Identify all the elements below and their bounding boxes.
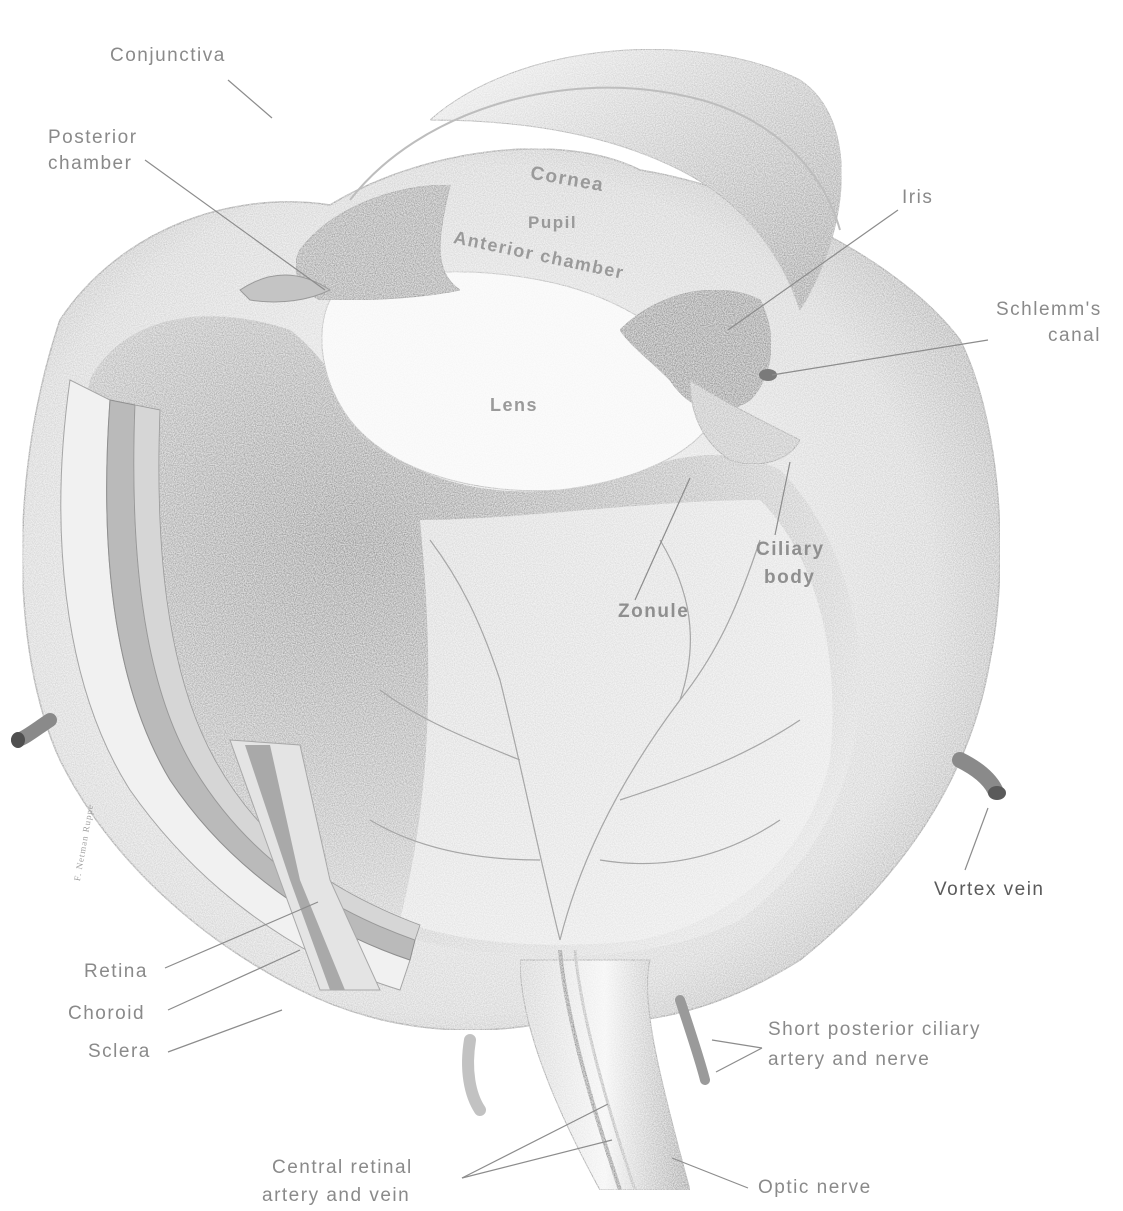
label-schlemms-canal-line2: canal [1048,324,1101,348]
label-central-retinal-line2: artery and vein [262,1184,410,1208]
label-ciliary-body-line1: Ciliary [756,538,825,562]
label-schlemms-canal-line1: Schlemm's [996,298,1102,322]
label-sclera: Sclera [88,1040,151,1064]
leader-vortex-vein [965,808,988,870]
label-conjunctiva: Conjunctiva [110,44,226,68]
leader-sclera [168,1010,282,1052]
leader-short-posterior-1 [712,1040,762,1048]
label-choroid: Choroid [68,1002,145,1026]
label-lens: Lens [490,394,538,417]
label-ciliary-body-line2: body [764,566,815,590]
short-posterior-ciliary-vessel [680,1000,705,1080]
leader-short-posterior-2 [716,1048,762,1072]
label-retina: Retina [84,960,148,984]
label-central-retinal-line1: Central retinal [272,1156,413,1180]
label-iris: Iris [902,186,933,210]
inferior-vessel-stump [468,1040,480,1110]
label-posterior-chamber-line2: chamber [48,152,132,176]
label-short-posterior-ciliary-line2: artery and nerve [768,1048,930,1072]
vortex-vein [960,760,995,790]
label-zonule: Zonule [618,600,689,624]
leader-conjunctiva [228,80,272,118]
label-short-posterior-ciliary-line1: Short posterior ciliary [768,1018,981,1042]
label-optic-nerve: Optic nerve [758,1176,872,1200]
label-posterior-chamber-line1: Posterior [48,126,138,150]
iris-left [296,185,460,300]
vortex-vein-lumen [988,786,1006,800]
vortex-vein-left-lumen [11,732,25,748]
label-vortex-vein: Vortex vein [934,878,1045,902]
label-pupil: Pupil [528,212,577,233]
